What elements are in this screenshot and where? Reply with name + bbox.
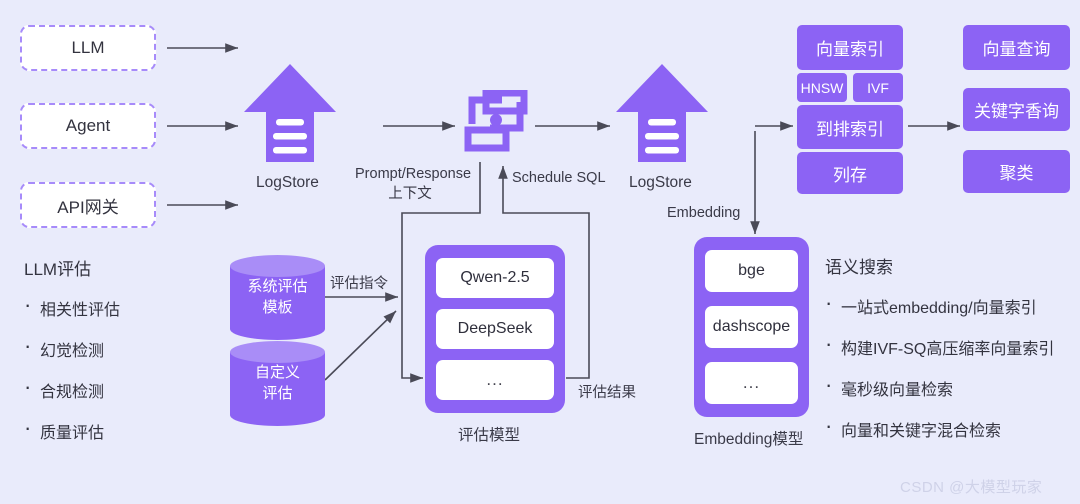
query-box-vector-query[interactable]: 向量查询 bbox=[963, 25, 1070, 70]
cylinder-top bbox=[230, 255, 325, 277]
cylinder-custom-eval[interactable]: 自定义 评估 bbox=[230, 341, 325, 426]
edge-label-line1: Prompt/Response bbox=[355, 166, 472, 182]
cylinder-top bbox=[230, 341, 325, 363]
embedding-model-chip[interactable]: bge bbox=[705, 250, 798, 292]
source-label: Agent bbox=[65, 116, 111, 135]
embedding-model-card[interactable]: bge dashscope ... bbox=[694, 237, 809, 417]
source-box-agent[interactable]: Agent bbox=[20, 103, 156, 149]
list-item: 毫秒级向量检索 bbox=[825, 374, 1054, 400]
up-arrow-document-icon bbox=[616, 64, 708, 162]
eval-model-card[interactable]: Qwen-2.5 DeepSeek ... bbox=[425, 245, 565, 413]
cylinder-label-line2: 模板 bbox=[262, 298, 293, 316]
edge-label-eval-result: 评估结果 bbox=[578, 385, 636, 401]
cylinder-label: 系统评估 模板 bbox=[230, 255, 325, 340]
logstore-left-caption: LogStore bbox=[256, 174, 319, 191]
list-item: 向量和关键字混合检索 bbox=[825, 415, 1054, 441]
up-arrow-document-icon bbox=[244, 64, 336, 162]
logstore-right-caption: LogStore bbox=[629, 174, 692, 191]
index-box-hnsw[interactable]: HNSW bbox=[797, 73, 847, 102]
query-box-keyword-query[interactable]: 关键字香询 bbox=[963, 88, 1070, 131]
llm-eval-title: LLM评估 bbox=[24, 260, 92, 279]
edge-label-eval-instruction: 评估指令 bbox=[330, 276, 388, 292]
eval-model-chip[interactable]: ... bbox=[436, 360, 554, 400]
list-item: 构建IVF-SQ高压缩率向量索引 bbox=[825, 333, 1054, 359]
edge-label-embedding: Embedding bbox=[667, 205, 741, 221]
edge-label-line2: 上下文 bbox=[388, 185, 432, 202]
embedding-model-chip[interactable]: dashscope bbox=[705, 306, 798, 348]
semantic-search-title: 语义搜索 bbox=[825, 258, 893, 277]
source-label: API网关 bbox=[57, 197, 119, 217]
logstore-right-node bbox=[614, 62, 710, 171]
embedding-model-caption: Embedding模型 bbox=[694, 431, 804, 448]
llm-eval-block: LLM评估 相关性评估 幻觉检测 合规检测 质量评估 bbox=[24, 255, 120, 460]
cylinder-label-line1: 系统评估 bbox=[247, 278, 308, 296]
arrow-eval-result-to-schedule bbox=[498, 166, 590, 379]
semantic-search-block: 语义搜索 一站式embedding/向量索引 构建IVF-SQ高压缩率向量索引 … bbox=[825, 253, 1054, 458]
watermark: CSDN @大模型玩家 bbox=[900, 479, 1043, 496]
source-box-api-gateway[interactable]: API网关 bbox=[20, 182, 156, 228]
arrow-custom-to-eval bbox=[324, 310, 397, 381]
semantic-search-list: 一站式embedding/向量索引 构建IVF-SQ高压缩率向量索引 毫秒级向量… bbox=[825, 292, 1054, 441]
list-item: 相关性评估 bbox=[24, 294, 120, 320]
cylinder-label: 自定义 评估 bbox=[230, 341, 325, 426]
index-box-inverted-index[interactable]: 到排索引 bbox=[797, 105, 903, 149]
arrow-prompt-response-to-eval bbox=[401, 162, 481, 383]
list-item: 一站式embedding/向量索引 bbox=[825, 292, 1054, 318]
index-box-ivf[interactable]: IVF bbox=[853, 73, 903, 102]
embedding-model-chip[interactable]: ... bbox=[705, 362, 798, 404]
schedule-sql-node[interactable] bbox=[458, 89, 534, 167]
index-box-vector-index[interactable]: 向量索引 bbox=[797, 25, 903, 70]
index-box-columnar-store[interactable]: 列存 bbox=[797, 152, 903, 194]
source-box-llm[interactable]: LLM bbox=[20, 25, 156, 71]
logstore-left-node bbox=[242, 62, 338, 171]
edge-label-schedule-sql: Schedule SQL bbox=[512, 170, 606, 186]
list-item: 幻觉检测 bbox=[24, 335, 120, 361]
schedule-sql-icon bbox=[464, 89, 528, 152]
llm-eval-list: 相关性评估 幻觉检测 合规检测 质量评估 bbox=[24, 294, 120, 443]
source-label: LLM bbox=[71, 38, 105, 57]
cylinder-system-eval-template[interactable]: 系统评估 模板 bbox=[230, 255, 325, 340]
eval-model-caption: 评估模型 bbox=[458, 427, 521, 444]
edge-label-prompt-response: Prompt/Response 上下文 bbox=[355, 165, 472, 204]
eval-model-chip[interactable]: DeepSeek bbox=[436, 309, 554, 349]
cylinder-label-line2: 评估 bbox=[262, 384, 293, 402]
eval-model-chip[interactable]: Qwen-2.5 bbox=[436, 258, 554, 298]
query-box-clustering[interactable]: 聚类 bbox=[963, 150, 1070, 193]
cylinder-label-line1: 自定义 bbox=[254, 364, 300, 382]
list-item: 质量评估 bbox=[24, 417, 120, 443]
list-item: 合规检测 bbox=[24, 376, 120, 402]
